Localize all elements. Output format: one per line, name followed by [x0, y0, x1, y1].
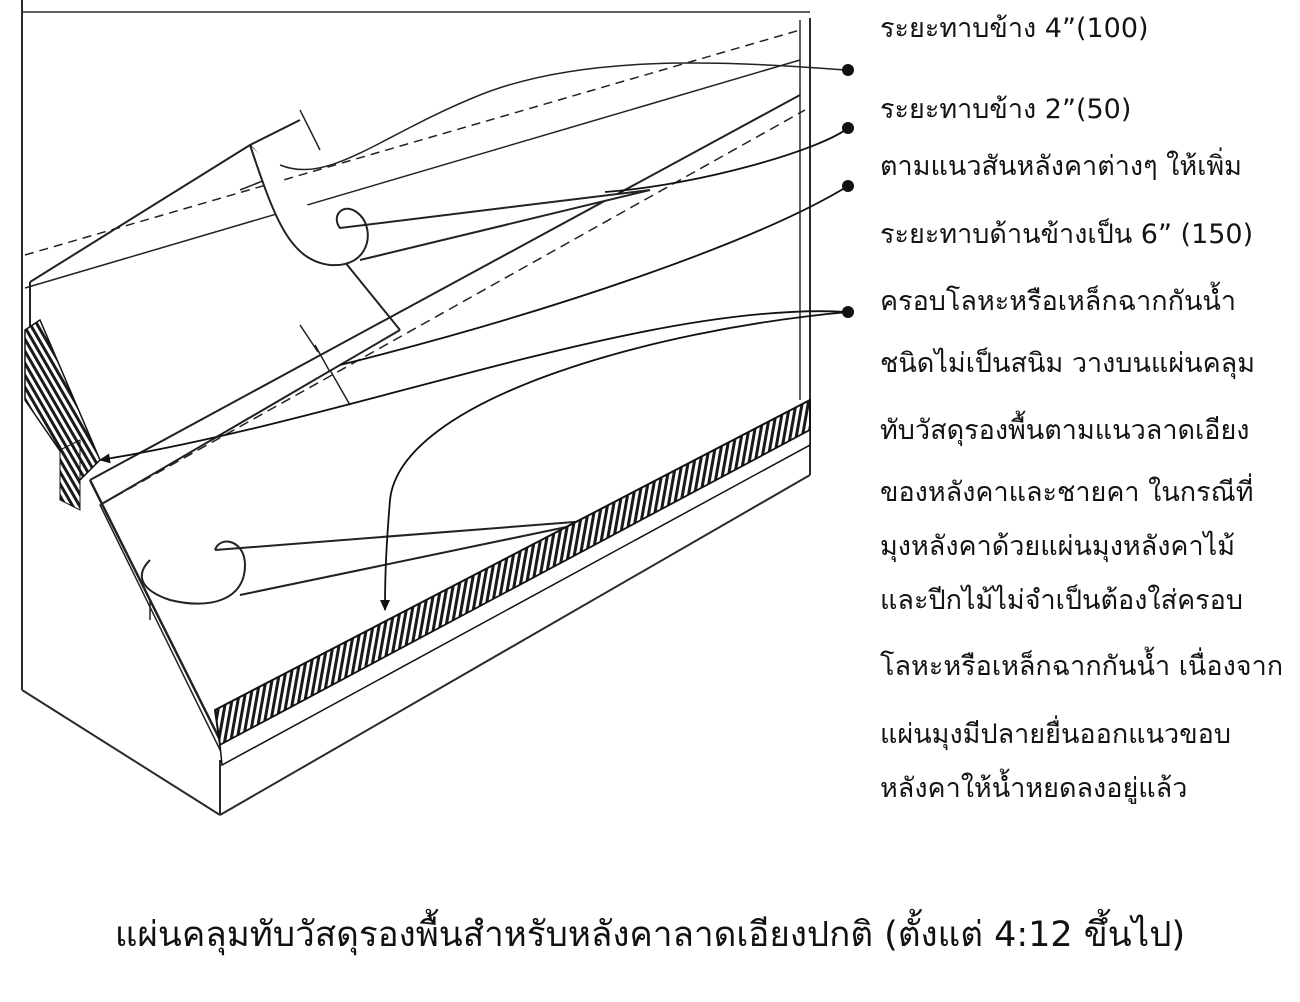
annotation-drip-edge-line-4: ของหลังคาและชายคา ในกรณีที่ [880, 477, 1254, 508]
leader-dot [842, 180, 854, 192]
annotation-drip-edge-line-7: โลหะหรือเหล็กฉากกันน้ำ เนื่องจาก [880, 651, 1284, 682]
leader-dot [842, 122, 854, 134]
annotation-drip-edge-line-3: ทับวัสดุรองพื้นตามแนวลาดเอียง [880, 415, 1250, 446]
annotation-drip-edge-line-6: และปีกไม้ไม่จำเป็นต้องใส่ครอบ [880, 585, 1244, 616]
leader-dot [842, 306, 854, 318]
annotation-drip-edge-line-2: ชนิดไม่เป็นสนิม วางบนแผ่นคลุม [880, 348, 1256, 379]
annotation-drip-edge-line-1: ครอบโลหะหรือเหล็กฉากกันน้ำ [880, 286, 1237, 317]
leader-dots [842, 64, 854, 318]
annotation-side-lap-4in: ระยะทาบข้าง 4”(100) [880, 13, 1149, 44]
annotation-drip-edge-line-9: หลังคาให้น้ำหยดลงอยู่แล้ว [880, 773, 1188, 804]
roof-frame [21, 0, 811, 816]
leader-lines [99, 127, 849, 611]
annotation-drip-edge-line-8: แผ่นมุงมีปลายยื่นออกแนวขอบ [880, 719, 1232, 750]
rolled-underlayment-top [249, 62, 846, 267]
annotation-side-lap-2in: ระยะทาบข้าง 2”(50) [880, 94, 1132, 125]
diagram-caption: แผ่นคลุมทับวัสดุรองพื้นสำหรับหลังคาลาดเอ… [114, 915, 1186, 955]
leader-dot [842, 64, 854, 76]
annotation-drip-edge-line-5: มุงหลังคาด้วยแผ่นมุงหลังคาไม้ [880, 531, 1236, 562]
annotation-ridge-note: ตามแนวสันหลังคาต่างๆ ให้เพิ่ม [880, 151, 1242, 182]
dimension-marks [239, 109, 351, 406]
annotation-side-lap-6in: ระยะทาบด้านข้างเป็น 6” (150) [880, 219, 1254, 250]
drip-edge-strips [24, 318, 811, 767]
